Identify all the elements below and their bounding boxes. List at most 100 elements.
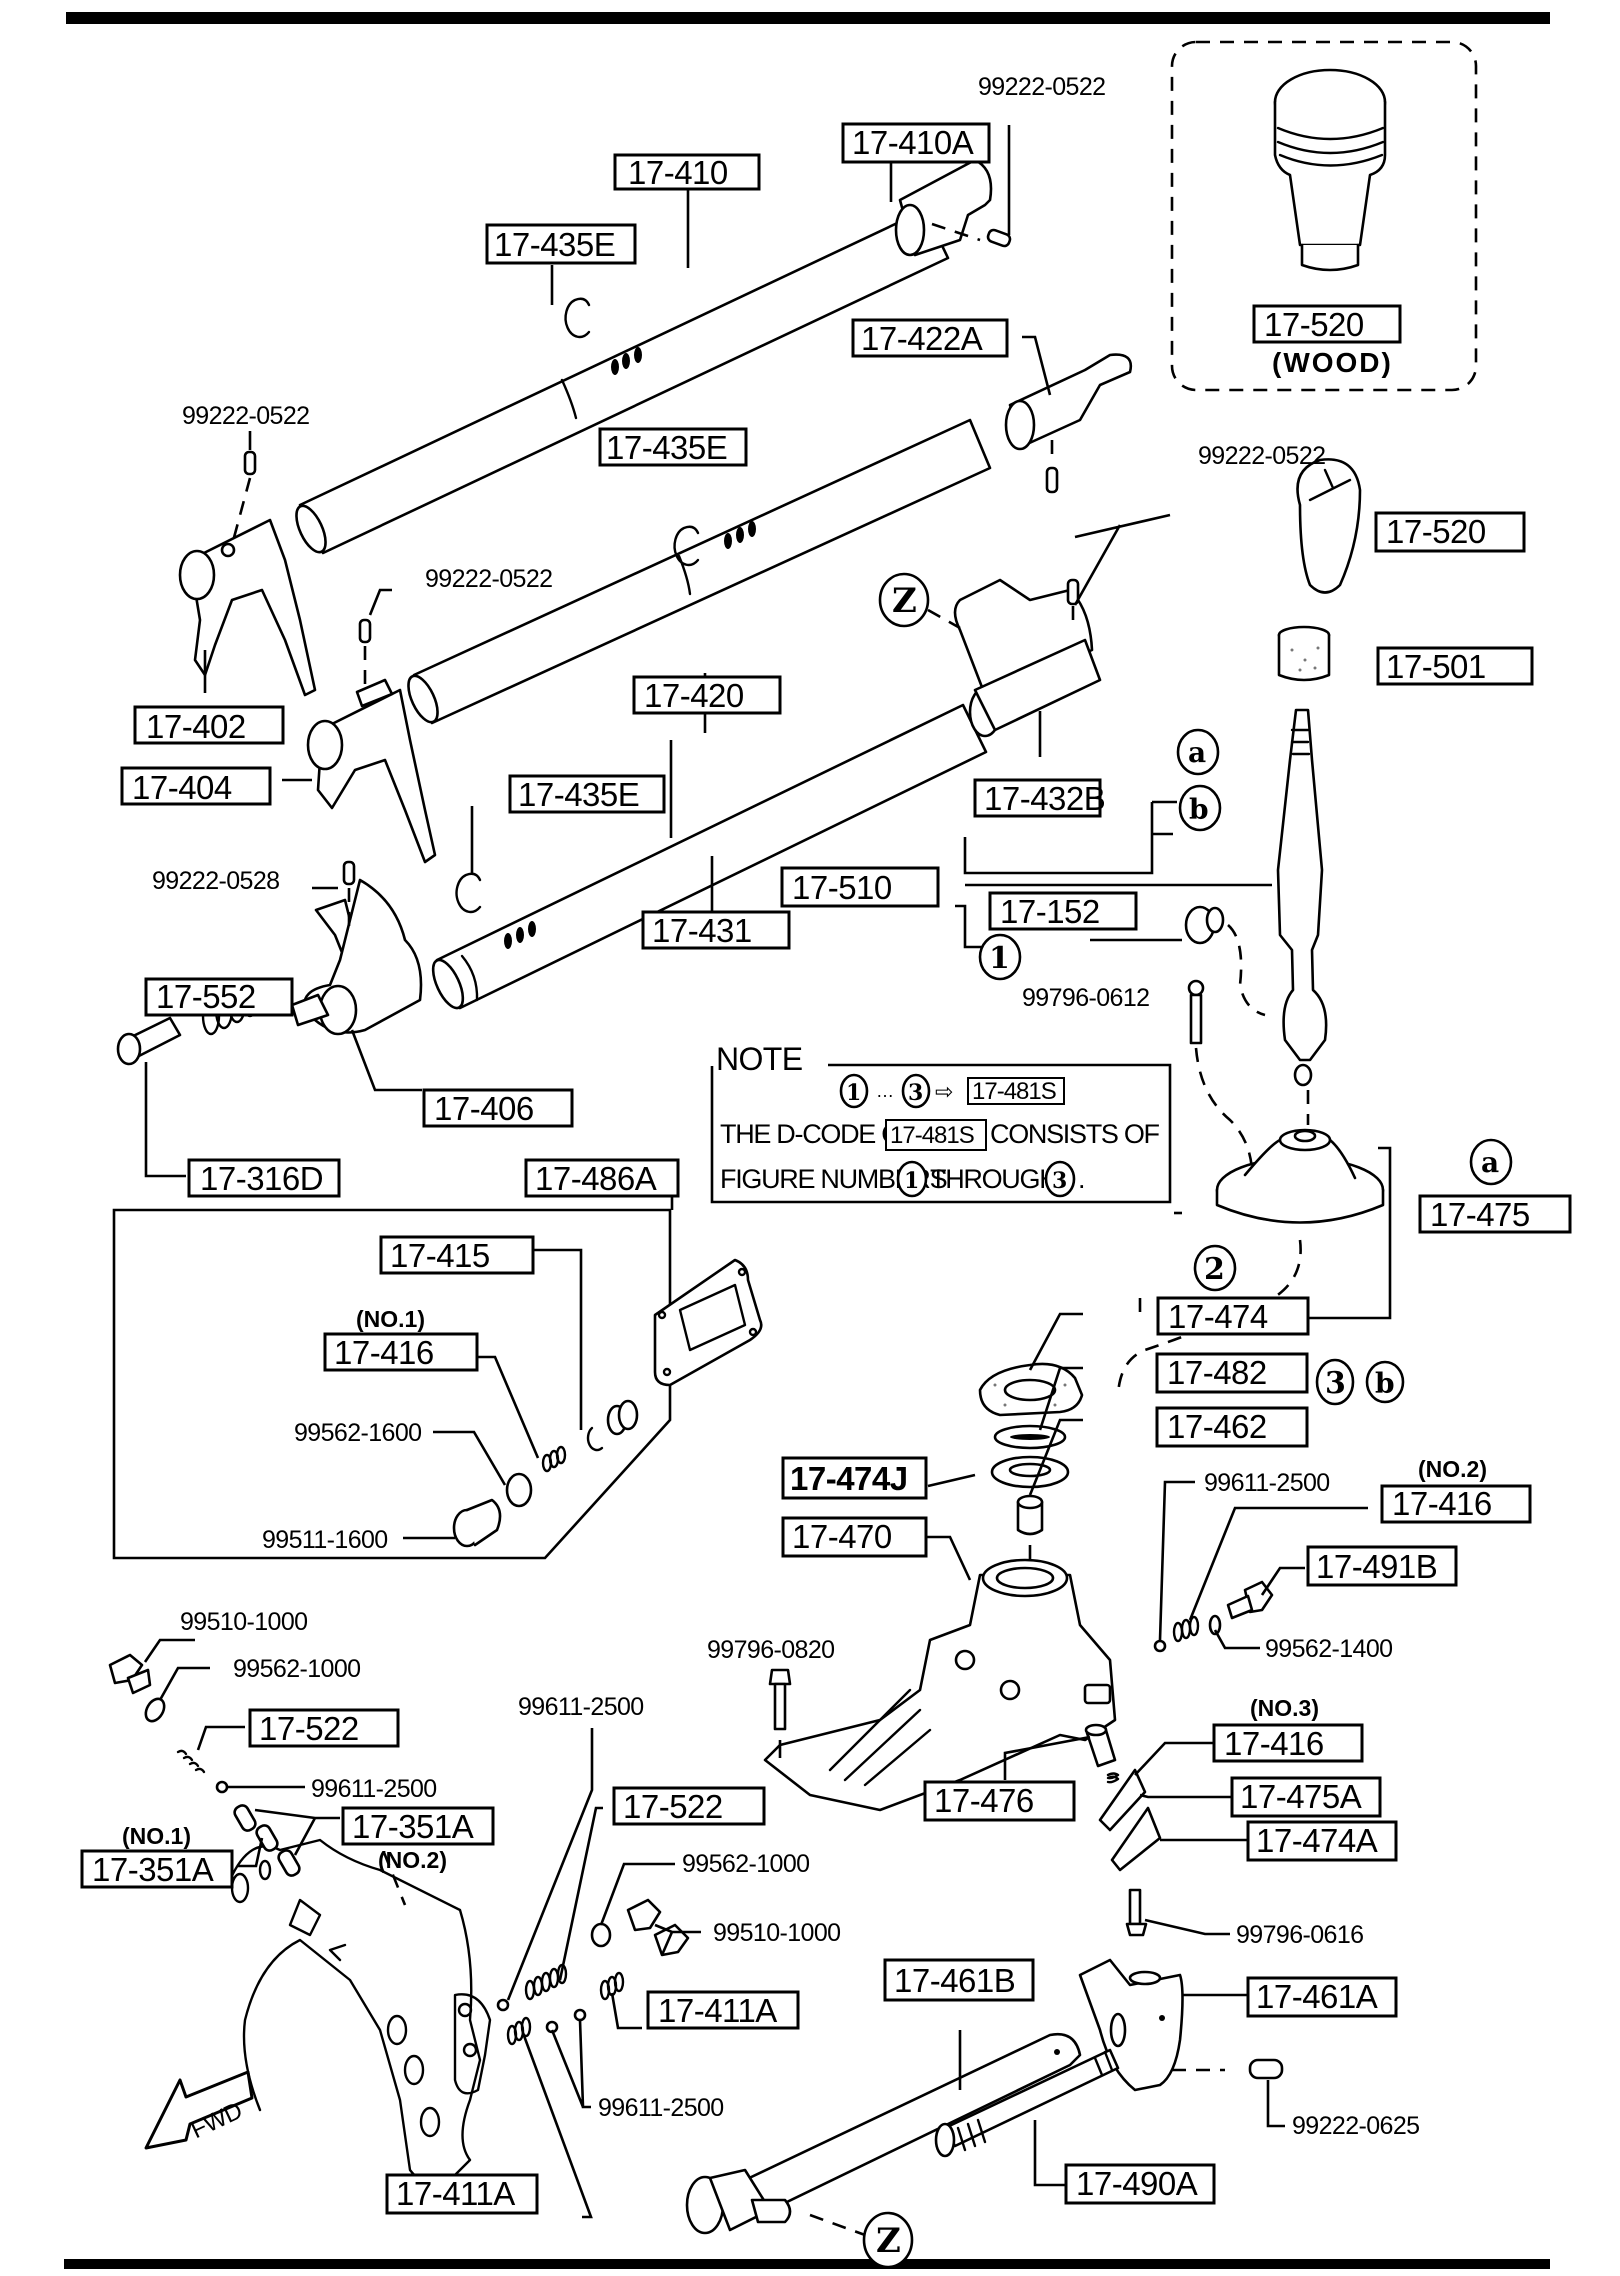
shift-head-17-432B bbox=[953, 578, 1102, 738]
callout-17-351A-no2: 17-351A bbox=[341, 1806, 495, 1846]
qualifier-17-416-no2: (NO.2) bbox=[1418, 1456, 1487, 1482]
label-17-411A-bottom: 17-411A bbox=[396, 2175, 515, 2212]
label-99511-1600: 99511-1600 bbox=[262, 1526, 388, 1554]
callout-17-411A-right: 17-411A bbox=[646, 1990, 800, 2030]
qualifier-17-416-no1: (NO.1) bbox=[356, 1306, 425, 1332]
label-17-152: 17-152 bbox=[1000, 893, 1100, 930]
label-17-461A: 17-461A bbox=[1256, 1978, 1378, 2015]
plunger-in-kit bbox=[606, 1399, 639, 1436]
label-17-410: 17-410 bbox=[628, 154, 728, 191]
bolt-99796-0612 bbox=[1187, 979, 1254, 1171]
pin-99222-0625 bbox=[1248, 2058, 1284, 2080]
callout-17-432B: 17-432B bbox=[973, 778, 1106, 818]
label-99222-0625: 99222-0625 bbox=[1292, 2112, 1419, 2140]
boot-17-475 bbox=[1215, 1128, 1385, 1224]
callout-17-404: 17-404 bbox=[120, 766, 272, 806]
label-99611-2500-top: 99611-2500 bbox=[518, 1693, 644, 1721]
plug-17-491B bbox=[1226, 1580, 1274, 1620]
note-line2-num3: 3 bbox=[1052, 1168, 1067, 1194]
marker-a-right-text: a bbox=[1481, 1146, 1499, 1179]
spring-17-416-no2 bbox=[1172, 1615, 1200, 1643]
label-17-510: 17-510 bbox=[792, 869, 892, 906]
label-17-475: 17-475 bbox=[1430, 1196, 1530, 1233]
marker-z-bottom-text: Z bbox=[876, 2221, 901, 2261]
shift-knob-17-520 bbox=[1296, 458, 1362, 594]
marker-fig-1-text: 1 bbox=[989, 941, 1010, 976]
callout-17-470: 17-470 bbox=[781, 1516, 928, 1558]
label-17-522-mid: 17-522 bbox=[623, 1788, 723, 1825]
plunger-17-351A-a bbox=[233, 1804, 257, 1832]
pin-lever-406 bbox=[342, 860, 356, 886]
label-17-474J: 17-474J bbox=[790, 1460, 908, 1497]
label-17-491B: 17-491B bbox=[1316, 1548, 1437, 1585]
callout-17-351A-no1: 17-351A bbox=[80, 1849, 234, 1889]
marker-z-bottom: Z bbox=[862, 2211, 914, 2269]
note-range-sep: … bbox=[876, 1081, 893, 1101]
label-17-520: 17-520 bbox=[1386, 513, 1486, 550]
plug-17-316D bbox=[116, 1016, 182, 1066]
plunger-17-351A-c bbox=[277, 1849, 301, 1877]
callout-17-501: 17-501 bbox=[1376, 646, 1534, 686]
note-box: NOTE 1 … 3 ⇨ 17-481S THE D-CODE OF 17-48… bbox=[710, 1041, 1172, 1204]
marker-b-top-text: b bbox=[1189, 793, 1209, 826]
washer-17-482 bbox=[993, 1424, 1067, 1450]
ball-99611-2500-left bbox=[215, 1780, 229, 1794]
shift-fork-17-402 bbox=[178, 518, 317, 697]
wood-qualifier: (WOOD) bbox=[1272, 347, 1393, 378]
spring-17-411A-bottom bbox=[506, 2016, 532, 2046]
label-17-474: 17-474 bbox=[1168, 1298, 1268, 1335]
qualifier-17-351A-no2: (NO.2) bbox=[378, 1847, 447, 1873]
label-99222-0522-left: 99222-0522 bbox=[182, 402, 309, 430]
plate-17-475A bbox=[1098, 1768, 1147, 1832]
note-heading: NOTE bbox=[716, 1041, 803, 1077]
callout-17-416-no2: 17-416 bbox=[1380, 1484, 1532, 1524]
label-17-490A: 17-490A bbox=[1076, 2165, 1198, 2202]
callout-17-411A-bottom: 17-411A bbox=[385, 2173, 539, 2215]
label-17-522-left: 17-522 bbox=[259, 1710, 359, 1747]
qualifier-17-416-no3: (NO.3) bbox=[1250, 1695, 1319, 1721]
callout-17-406: 17-406 bbox=[422, 1088, 574, 1128]
qualifier-17-351A-no1: (NO.1) bbox=[122, 1823, 191, 1849]
shift-rod-17-410 bbox=[295, 208, 950, 555]
marker-fig-2-text: 2 bbox=[1204, 1252, 1225, 1287]
label-99562-1000-left: 99562-1000 bbox=[233, 1655, 360, 1683]
callout-17-410A: 17-410A bbox=[841, 122, 991, 164]
pin-left-top bbox=[243, 450, 257, 476]
wood-knob-17-520 bbox=[1273, 68, 1387, 272]
callout-17-520: 17-520 bbox=[1374, 511, 1526, 553]
callout-17-520-wood: 17-520 bbox=[1252, 304, 1402, 344]
callout-17-462: 17-462 bbox=[1155, 1406, 1309, 1448]
spring-17-522-left bbox=[176, 1749, 206, 1774]
bushing-17-501 bbox=[1277, 625, 1331, 682]
bolt-99796-0820 bbox=[768, 1668, 792, 1731]
callout-17-420: 17-420 bbox=[632, 675, 782, 715]
label-17-461B: 17-461B bbox=[894, 1962, 1015, 1999]
note-line1-post: CONSISTS OF bbox=[990, 1119, 1160, 1149]
callout-17-461B: 17-461B bbox=[883, 1958, 1035, 2002]
callout-17-431: 17-431 bbox=[641, 910, 791, 950]
label-99222-0528: 99222-0528 bbox=[152, 867, 279, 895]
label-17-422A: 17-422A bbox=[861, 320, 983, 357]
callout-17-415: 17-415 bbox=[379, 1235, 535, 1275]
label-99611-2500-right: 99611-2500 bbox=[1204, 1469, 1330, 1497]
label-17-475A: 17-475A bbox=[1240, 1778, 1362, 1815]
callout-17-522-left: 17-522 bbox=[248, 1708, 400, 1748]
label-17-351A-no1: 17-351A bbox=[92, 1851, 214, 1888]
label-17-316D: 17-316D bbox=[200, 1160, 323, 1197]
marker-fig-1: 1 bbox=[978, 933, 1022, 981]
shift-head-17-422A bbox=[1004, 353, 1133, 494]
marker-b-top: b bbox=[1178, 784, 1222, 832]
seal-17-474 bbox=[978, 1362, 1084, 1417]
label-17-411A-right: 17-411A bbox=[658, 1992, 777, 2029]
wood-knob-option-box bbox=[1170, 40, 1478, 392]
callout-17-474: 17-474 bbox=[1156, 1296, 1310, 1336]
shaft-17-490A bbox=[934, 2048, 1120, 2158]
cover-plate bbox=[653, 1258, 763, 1387]
bush-17-152 bbox=[1184, 905, 1266, 1017]
label-17-431: 17-431 bbox=[652, 912, 752, 949]
marker-z-top: Z bbox=[878, 572, 930, 628]
callout-17-476: 17-476 bbox=[923, 1780, 1076, 1822]
note-line2-mid: THROUGH bbox=[930, 1164, 1057, 1194]
plate-17-474A bbox=[1110, 1806, 1162, 1872]
